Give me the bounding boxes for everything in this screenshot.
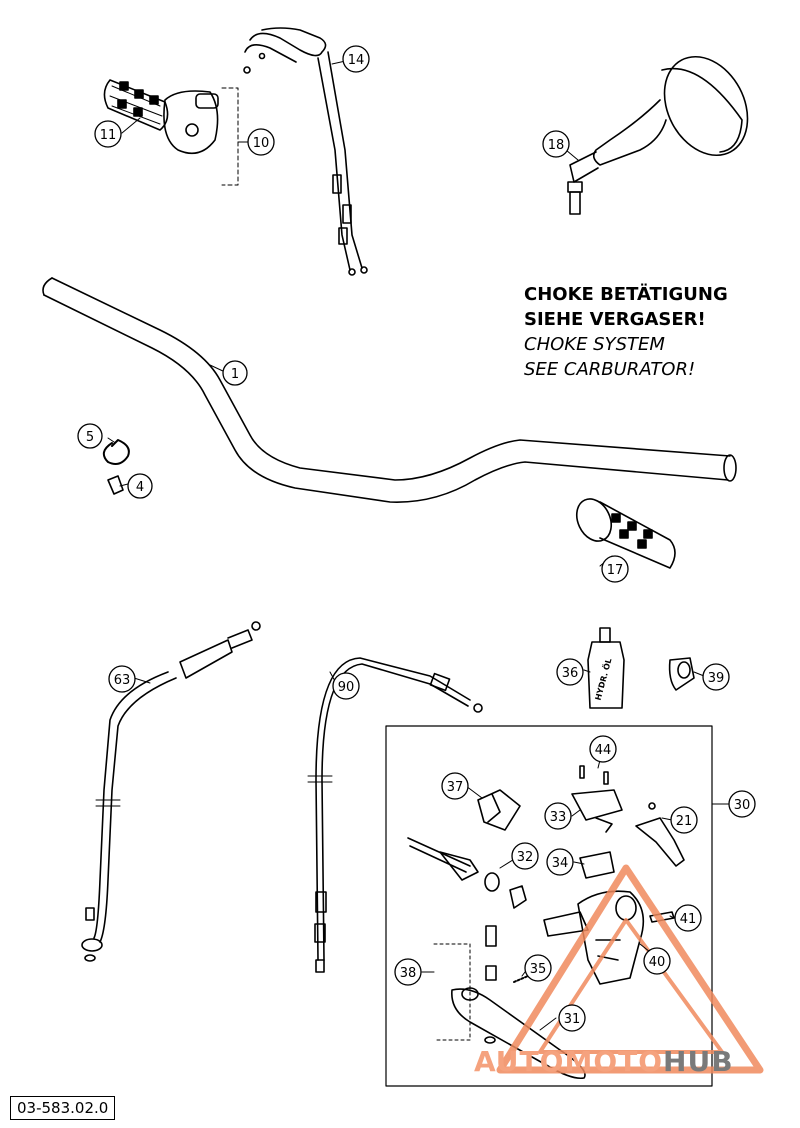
callout-36: 36	[556, 658, 584, 686]
svg-text:39: 39	[708, 671, 725, 686]
watermark-part-3: HUB	[663, 1045, 734, 1078]
callout-37: 37	[441, 772, 469, 800]
callout-63: 63	[108, 665, 136, 693]
svg-text:14: 14	[348, 53, 365, 68]
svg-text:21: 21	[676, 814, 693, 829]
callout-35: 35	[524, 954, 552, 982]
mirror	[567, 55, 749, 215]
part-39	[668, 657, 695, 691]
svg-text:63: 63	[114, 673, 131, 688]
callout-5: 5	[77, 423, 103, 449]
callout-38: 38	[394, 958, 422, 986]
svg-text:90: 90	[338, 680, 355, 695]
svg-text:41: 41	[680, 912, 697, 927]
choke-note: CHOKE BETÄTIGUNG SIEHE VERGASER! CHOKE S…	[524, 282, 728, 382]
svg-text:10: 10	[253, 136, 270, 151]
svg-text:18: 18	[548, 138, 565, 153]
callout-1: 1	[222, 360, 248, 386]
svg-text:44: 44	[595, 743, 612, 758]
svg-text:37: 37	[447, 780, 464, 795]
callout-44: 44	[589, 735, 617, 763]
svg-text:32: 32	[517, 850, 534, 865]
callout-32: 32	[511, 842, 539, 870]
clamp-ring	[102, 439, 130, 465]
handlebar	[42, 277, 737, 503]
callout-30: 30	[728, 790, 756, 818]
callout-39: 39	[702, 663, 730, 691]
svg-text:30: 30	[734, 798, 751, 813]
callout-40: 40	[643, 947, 671, 975]
svg-text:1: 1	[231, 367, 239, 382]
callout-34: 34	[546, 848, 574, 876]
svg-text:17: 17	[607, 563, 624, 578]
svg-text:5: 5	[86, 430, 94, 445]
throttle-cables	[243, 27, 368, 276]
leader-lines	[107, 59, 705, 1031]
note-en-line-1: CHOKE SYSTEM	[524, 334, 665, 355]
svg-text:35: 35	[530, 962, 547, 977]
svg-text:11: 11	[100, 128, 117, 143]
callout-90: 90	[332, 672, 360, 700]
svg-text:33: 33	[550, 810, 567, 825]
svg-text:4: 4	[136, 480, 144, 495]
clutch-assembly-frame	[385, 725, 713, 1087]
part-10-bracket	[221, 87, 239, 186]
note-en-line-2: SEE CARBURATOR!	[524, 359, 696, 380]
callout-17: 17	[601, 555, 629, 583]
callout-4: 4	[127, 473, 153, 499]
throttle-grip	[103, 79, 219, 155]
watermark-triangle	[496, 864, 764, 1074]
callout-41: 41	[674, 904, 702, 932]
callout-21: 21	[670, 806, 698, 834]
cable-90	[307, 657, 483, 973]
callout-33: 33	[544, 802, 572, 830]
callout-10: 10	[247, 128, 275, 156]
svg-text:38: 38	[400, 966, 417, 981]
note-de-line-2: SIEHE VERGASER!	[524, 309, 706, 330]
svg-text:34: 34	[552, 856, 569, 871]
callout-31: 31	[558, 1004, 586, 1032]
part-number: 03-583.02.0	[10, 1096, 116, 1120]
callouts: 1 4 5 10 11 14 17 18 21 30 31 32 33 34 3…	[77, 45, 756, 1032]
note-de-line-1: CHOKE BETÄTIGUNG	[524, 284, 728, 305]
watermark: AUTOMOTOHUB	[474, 1045, 734, 1078]
cable-63	[81, 621, 261, 962]
svg-text:31: 31	[564, 1012, 581, 1027]
pin	[107, 475, 124, 495]
svg-text:40: 40	[649, 955, 666, 970]
callout-18: 18	[542, 130, 570, 158]
callout-14: 14	[342, 45, 370, 73]
callout-11: 11	[94, 120, 122, 148]
watermark-part-1: AUTO	[474, 1045, 565, 1078]
oil-bottle	[587, 627, 625, 709]
svg-text:36: 36	[562, 666, 579, 681]
bottle-label: HYDR. ÖL	[593, 657, 614, 701]
left-grip	[575, 498, 676, 569]
watermark-part-2: MOTO	[564, 1045, 664, 1078]
